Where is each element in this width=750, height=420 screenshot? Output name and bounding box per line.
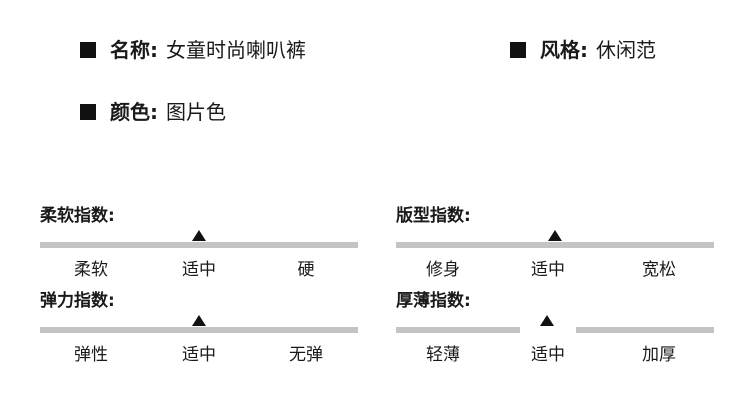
info-color: 颜色: 图片色	[80, 100, 226, 124]
scale-label-left: 修身	[426, 260, 460, 280]
scale-marker-icon	[192, 315, 206, 326]
scale-label-right: 加厚	[642, 345, 676, 365]
scale-marker-icon	[192, 230, 206, 241]
scale-label-right: 宽松	[642, 260, 676, 280]
scale-label-right: 无弹	[289, 345, 323, 365]
scale-label-left: 弹性	[74, 345, 108, 365]
scale-label-middle: 适中	[531, 345, 565, 365]
square-bullet-icon	[510, 42, 526, 58]
info-name-value: 女童时尚喇叭裤	[166, 38, 306, 62]
scale-title: 厚薄指数:	[396, 291, 471, 311]
info-style-value: 休闲范	[596, 38, 656, 62]
scale-label-left: 轻薄	[426, 345, 460, 365]
scale-label-right: 硬	[297, 260, 315, 280]
scale-marker-icon	[540, 315, 554, 326]
scale-label-middle: 适中	[531, 260, 565, 280]
scale-title: 版型指数:	[396, 206, 471, 226]
info-color-label: 颜色:	[110, 100, 158, 124]
scale-label-middle: 适中	[182, 260, 216, 280]
scale-title: 柔软指数:	[40, 206, 115, 226]
scale-bar	[40, 242, 358, 248]
info-style: 风格: 休闲范	[510, 38, 656, 62]
scale-marker-icon	[548, 230, 562, 241]
square-bullet-icon	[80, 42, 96, 58]
scale-title: 弹力指数:	[40, 291, 115, 311]
scale-label-left: 柔软	[74, 260, 108, 280]
info-name-label: 名称:	[110, 38, 158, 62]
scale-bar	[396, 242, 714, 248]
info-name: 名称: 女童时尚喇叭裤	[80, 38, 306, 62]
info-style-label: 风格:	[540, 38, 588, 62]
square-bullet-icon	[80, 104, 96, 120]
scale-label-middle: 适中	[182, 345, 216, 365]
scale-bar-gap	[520, 327, 576, 333]
info-color-value: 图片色	[166, 100, 226, 124]
scale-bar	[40, 327, 358, 333]
